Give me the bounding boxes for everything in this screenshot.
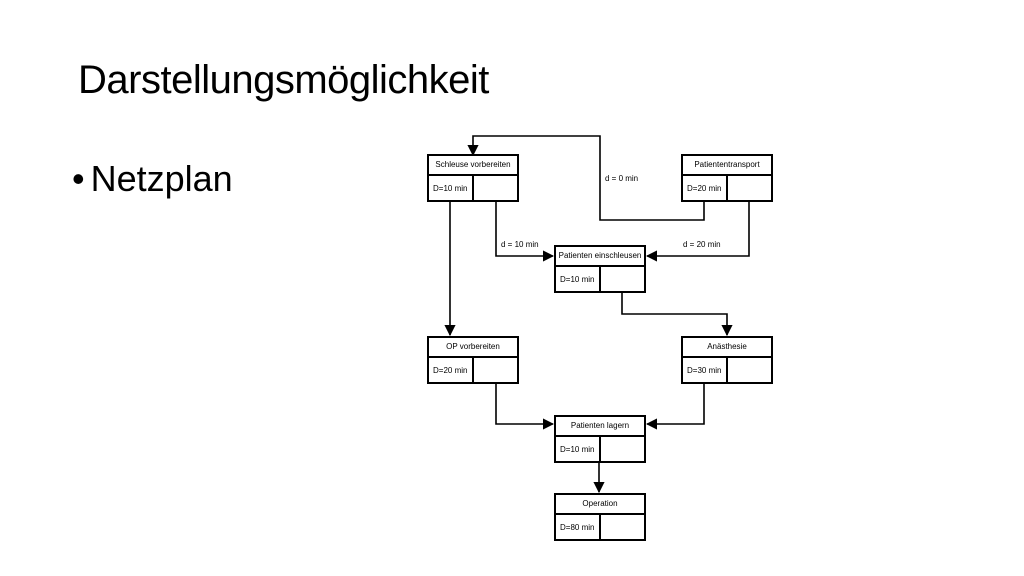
node-duration: D=10 min (556, 437, 601, 463)
node-patienten-einschleusen: Patienten einschleusen D=10 min (554, 245, 646, 293)
node-op-vorbereiten: OP vorbereiten D=20 min (427, 336, 519, 384)
node-patienten-lagern: Patienten lagern D=10 min (554, 415, 646, 463)
node-patiententransport: Patiententransport D=20 min (681, 154, 773, 202)
node-anaesthesie: Anästhesie D=30 min (681, 336, 773, 384)
node-duration: D=80 min (556, 515, 601, 541)
lag-label-schleuse-einschleusen: d = 10 min (501, 240, 539, 249)
edge-transport-to-einschleusen (645, 202, 750, 262)
lag-label-transport-einschleusen: d = 20 min (683, 240, 721, 249)
node-name: Schleuse vorbereiten (429, 156, 517, 176)
edge-einschleusen-to-anaesthesie (621, 293, 733, 337)
node-operation: Operation D=80 min (554, 493, 646, 541)
edge-transport-to-schleuse (467, 135, 705, 221)
edge-op-to-lagern (495, 384, 555, 430)
node-empty-cell (474, 176, 517, 202)
lag-label-transport-schleuse: d = 0 min (605, 174, 639, 183)
node-duration: D=10 min (556, 267, 601, 293)
node-name: Patiententransport (683, 156, 771, 176)
slide-title: Darstellungsmöglichkeit (78, 58, 489, 102)
node-duration: D=10 min (429, 176, 474, 202)
edge-anaesthesie-to-lagern (645, 384, 705, 430)
node-empty-cell (601, 515, 644, 541)
node-empty-cell (728, 358, 771, 384)
node-name: OP vorbereiten (429, 338, 517, 358)
bullet-item: •Netzplan (72, 158, 233, 200)
node-name: Patienten lagern (556, 417, 644, 437)
node-name: Anästhesie (683, 338, 771, 358)
node-name: Patienten einschleusen (556, 247, 644, 267)
node-duration: D=20 min (429, 358, 474, 384)
node-empty-cell (601, 437, 644, 463)
node-empty-cell (474, 358, 517, 384)
bullet-text: Netzplan (90, 158, 233, 199)
node-duration: D=30 min (683, 358, 728, 384)
edge-schleuse-to-einschleusen (495, 202, 555, 262)
node-name: Operation (556, 495, 644, 515)
bullet-dot-icon: • (72, 158, 85, 199)
node-empty-cell (728, 176, 771, 202)
node-duration: D=20 min (683, 176, 728, 202)
node-empty-cell (601, 267, 644, 293)
node-schleuse-vorbereiten: Schleuse vorbereiten D=10 min (427, 154, 519, 202)
